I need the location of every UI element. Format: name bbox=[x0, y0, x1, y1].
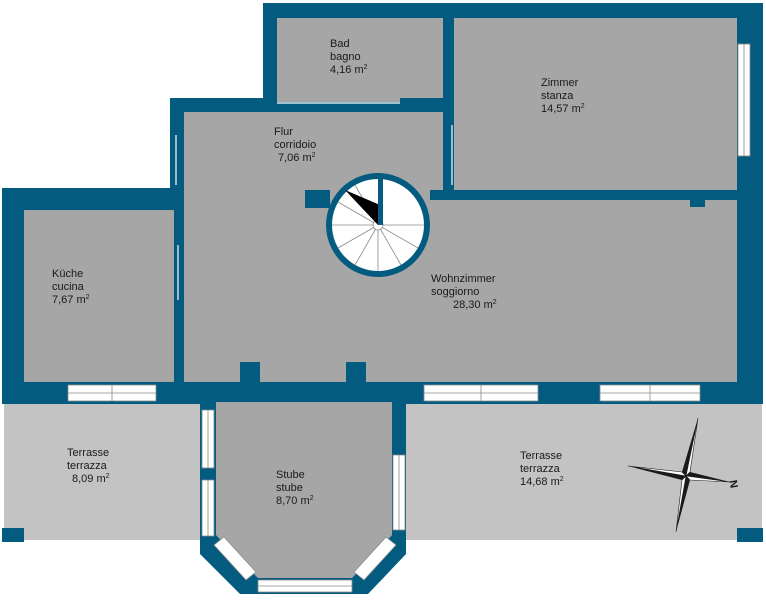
room-label-kueche: Küche cucina 7,67 m2 bbox=[52, 268, 90, 306]
zimmer-floor bbox=[454, 18, 737, 190]
room-label-terrasse-left: Terrasse terrazza 8,09 m2 bbox=[67, 447, 110, 485]
stube-floor bbox=[216, 402, 392, 578]
wohnzimmer-floor bbox=[184, 200, 737, 382]
kueche-name-de: Küche bbox=[52, 268, 83, 280]
stube-name-it: stube bbox=[276, 482, 303, 494]
spiral-staircase bbox=[326, 173, 430, 277]
zimmer-name-de: Zimmer bbox=[541, 77, 579, 89]
wohnzimmer-name-de: Wohnzimmer bbox=[431, 273, 496, 285]
terrasse-right-area: 14,68 m2 bbox=[520, 476, 564, 488]
room-label-zimmer: Zimmer stanza 14,57 m2 bbox=[541, 77, 585, 115]
terrasse-right-name-it: terrazza bbox=[520, 463, 561, 475]
bad-name-de: Bad bbox=[330, 38, 350, 50]
room-label-bad: Bad bagno 4,16 m2 bbox=[330, 38, 368, 76]
room-label-wohnzimmer: Wohnzimmer soggiorno 28,30 m2 bbox=[431, 273, 497, 311]
terrasse-left-name-de: Terrasse bbox=[67, 447, 109, 459]
zimmer-area: 14,57 m2 bbox=[541, 103, 585, 115]
bad-floor bbox=[277, 18, 443, 102]
room-label-flur: Flur corridoio 7,06 m2 bbox=[274, 126, 316, 164]
flur-name-de: Flur bbox=[274, 126, 293, 138]
room-label-stube: Stube stube 8,70 m2 bbox=[276, 469, 314, 507]
flur-name-it: corridoio bbox=[274, 139, 316, 151]
kueche-floor bbox=[24, 210, 174, 382]
bad-area: 4,16 m2 bbox=[330, 64, 368, 76]
terrace-left-floor bbox=[4, 400, 200, 540]
terrasse-left-name-it: terrazza bbox=[67, 460, 108, 472]
wohnzimmer-name-it: soggiorno bbox=[431, 286, 479, 298]
door-openings bbox=[175, 102, 453, 300]
terrasse-right-name-de: Terrasse bbox=[520, 450, 562, 462]
stube-name-de: Stube bbox=[276, 469, 305, 481]
terrasse-left-area: 8,09 m2 bbox=[72, 473, 110, 485]
compass-north-label: N bbox=[726, 479, 739, 489]
kueche-name-it: cucina bbox=[52, 281, 85, 293]
window-stube-diag-left bbox=[213, 536, 257, 581]
room-label-terrasse-right: Terrasse terrazza 14,68 m2 bbox=[520, 450, 564, 488]
staircase-arrow bbox=[345, 190, 380, 225]
bad-name-it: bagno bbox=[330, 51, 361, 63]
flur-area: 7,06 m2 bbox=[278, 152, 316, 164]
window-stube-diag-right bbox=[353, 536, 397, 581]
kueche-area: 7,67 m2 bbox=[52, 294, 90, 306]
windows bbox=[67, 43, 751, 593]
stube-area: 8,70 m2 bbox=[276, 495, 314, 507]
compass-rose: N bbox=[627, 417, 740, 533]
terrace-right-floor bbox=[406, 400, 762, 540]
zimmer-name-it: stanza bbox=[541, 90, 574, 102]
wohnzimmer-area: 28,30 m2 bbox=[453, 299, 497, 311]
